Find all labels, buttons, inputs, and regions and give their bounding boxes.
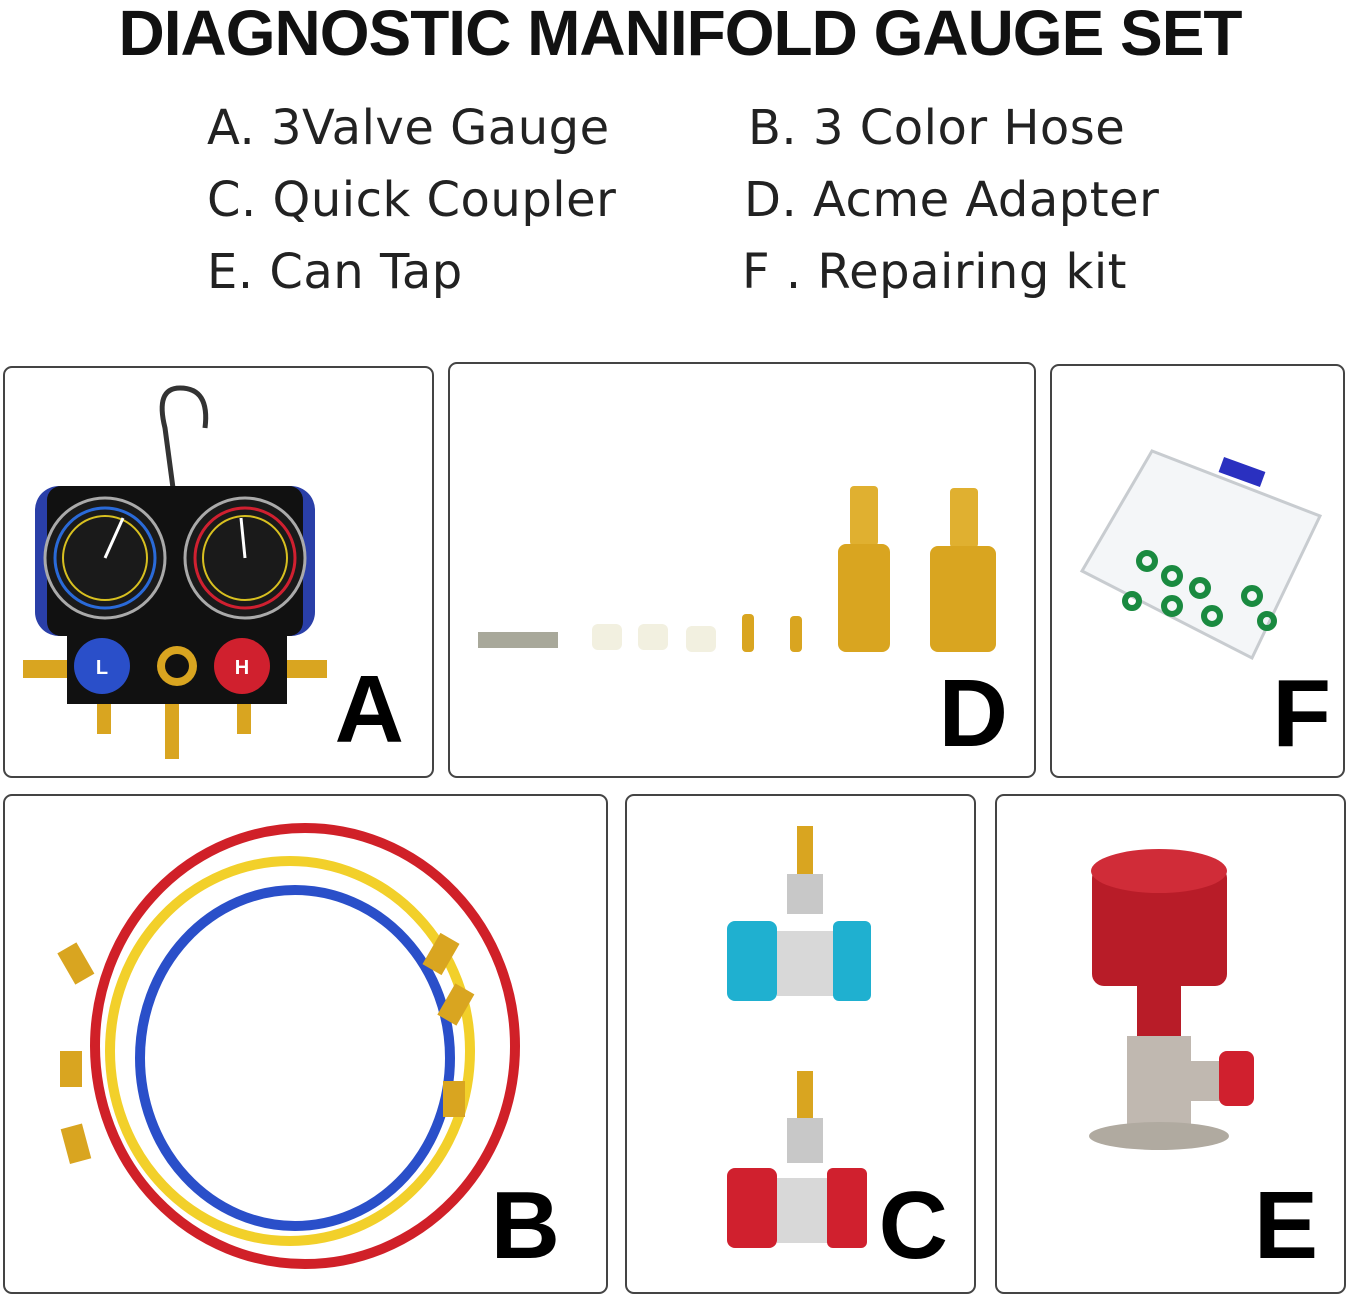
panel-label-d: D [938,660,1008,767]
can-tap-image [1089,849,1254,1150]
item-d: D. Acme Adapter [744,172,1160,228]
acme-adapter-image [478,486,996,652]
repair-kit-image [1079,449,1323,661]
panel-can-tap: E [995,794,1346,1294]
panel-acme-adapter: D [448,362,1036,778]
panel-label-f: F [1272,660,1331,767]
page-title: DIAGNOSTIC MANIFOLD GAUGE SET [118,0,1243,69]
panel-repair-kit: F [1050,364,1345,778]
manifold-gauge-image: L H [23,385,327,759]
item-c: C. Quick Coupler [207,172,617,228]
panel-label-c: C [878,1172,948,1279]
panel-gauge: L H A [3,366,434,778]
svg-text:H: H [235,657,249,679]
panel-quick-coupler: C [625,794,976,1294]
quick-coupler-image [727,826,871,1248]
panel-hoses: B [3,794,608,1294]
panel-label-a: A [334,656,404,763]
panel-label-e: E [1253,1172,1318,1279]
svg-text:L: L [96,657,108,679]
item-a: A. 3Valve Gauge [207,100,610,156]
color-hoses-image [57,823,520,1269]
item-f: F . Repairing kit [742,244,1127,300]
panel-label-b: B [490,1172,560,1279]
item-e: E. Can Tap [207,244,463,300]
item-b: B. 3 Color Hose [748,100,1126,156]
